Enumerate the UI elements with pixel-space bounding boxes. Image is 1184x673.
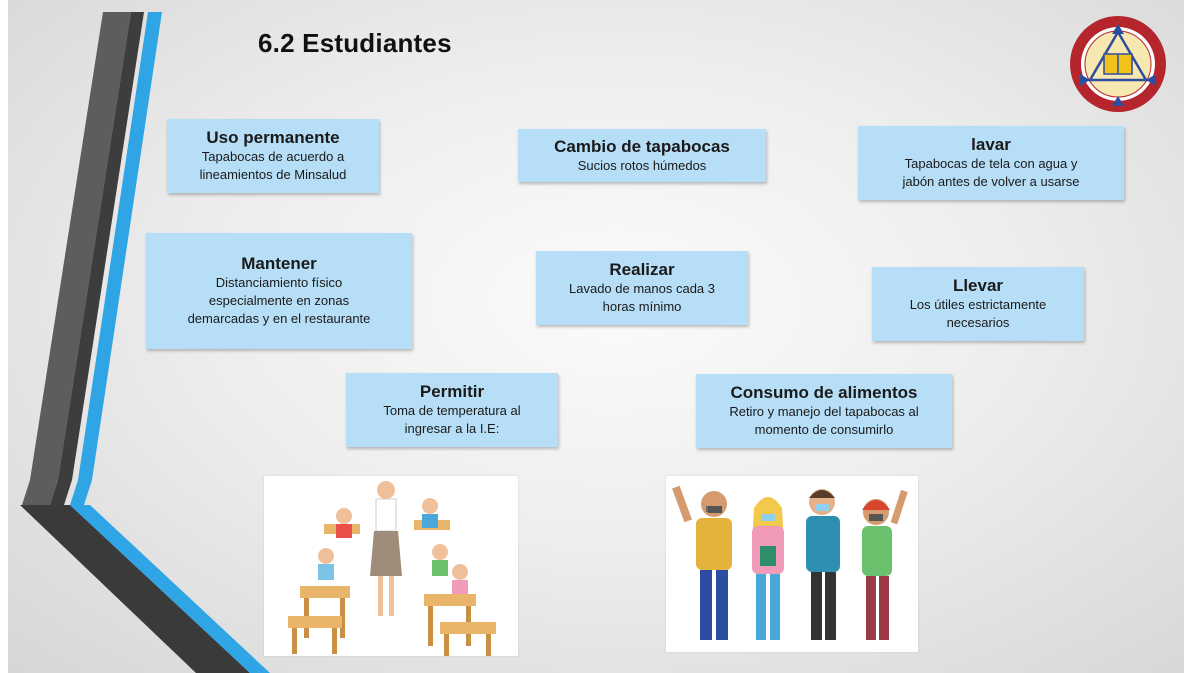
box-text: Los útiles estrictamente necesarios <box>909 297 1047 330</box>
info-box-lavar: lavar Tapabocas de tela con agua y jabón… <box>858 126 1124 200</box>
box-heading: Cambio de tapabocas <box>554 136 730 156</box>
school-seal-icon <box>1070 16 1166 112</box>
box-heading: Mantener <box>241 254 317 273</box>
box-heading: Llevar <box>952 276 1004 295</box>
students-with-masks-illustration-icon <box>666 476 918 652</box>
info-box-cambio-de-tapabocas: Cambio de tapabocas Sucios rotos húmedos <box>518 129 766 182</box>
info-box-realizar: Realizar Lavado de manos cada 3 horas mí… <box>536 251 748 325</box>
box-text: Tapabocas de tela con agua y jabón antes… <box>902 156 1080 189</box>
box-heading: Uso permanente <box>206 128 340 147</box>
info-box-consumo-de-alimentos: Consumo de alimentos Retiro y manejo del… <box>696 374 952 448</box>
box-heading: Realizar <box>609 260 675 279</box>
info-box-uso-permanente: Uso permanente Tapabocas de acuerdo a li… <box>167 119 379 193</box>
box-heading: Consumo de alimentos <box>730 383 918 402</box>
info-box-permitir: Permitir Toma de temperatura al ingresar… <box>346 373 558 447</box>
slide-title: 6.2 Estudiantes <box>258 28 452 58</box>
box-heading: lavar <box>971 135 1011 154</box>
info-box-mantener: Mantener Distanciamiento físico especial… <box>146 233 412 349</box>
info-box-llevar: Llevar Los útiles estrictamente necesari… <box>872 267 1084 341</box>
box-heading: Permitir <box>419 382 485 401</box>
box-text: Distanciamiento físico especialmente en … <box>187 275 371 326</box>
box-text: Lavado de manos cada 3 horas mínimo <box>569 281 715 314</box>
box-text: Tapabocas de acuerdo a lineamientos de M… <box>199 149 347 182</box>
box-text: Retiro y manejo del tapabocas al momento… <box>729 404 919 437</box>
box-text: Toma de temperatura al ingresar a la I.E… <box>383 403 521 436</box>
classroom-illustration-icon <box>264 476 518 656</box>
box-text: Sucios rotos húmedos <box>577 157 707 173</box>
